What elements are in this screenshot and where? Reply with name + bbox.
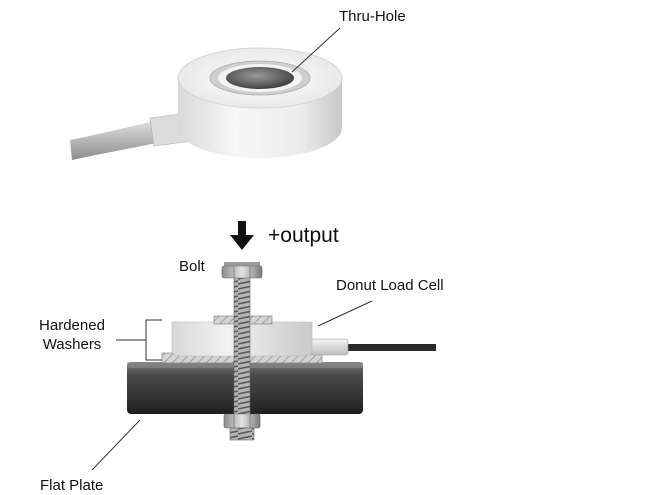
washers-label: Washers (42, 336, 102, 353)
load-cell-cable (344, 344, 436, 351)
donut-load-cell-label: Donut Load Cell (336, 277, 444, 294)
thru-hole-leader (291, 27, 341, 73)
bolt-label: Bolt (179, 258, 205, 275)
load-cell-connector (309, 338, 349, 356)
donut-leader (317, 300, 373, 327)
washer-bracket (116, 319, 162, 361)
nut (223, 413, 261, 441)
thru-hole-label: Thru-Hole (339, 8, 406, 25)
mounting-cross-section (91, 221, 436, 471)
hardened-label: Hardened (39, 317, 105, 334)
force-output-label: +output (268, 224, 339, 247)
bolt-head (221, 262, 263, 279)
cable (70, 118, 172, 160)
thru-hole (226, 67, 294, 89)
donut-load-cell-photo (70, 27, 343, 160)
bolt-shank (233, 275, 251, 427)
flat-plate-leader (91, 419, 141, 471)
flat-plate-label: Flat Plate (40, 477, 104, 494)
down-arrow-icon (230, 221, 254, 250)
